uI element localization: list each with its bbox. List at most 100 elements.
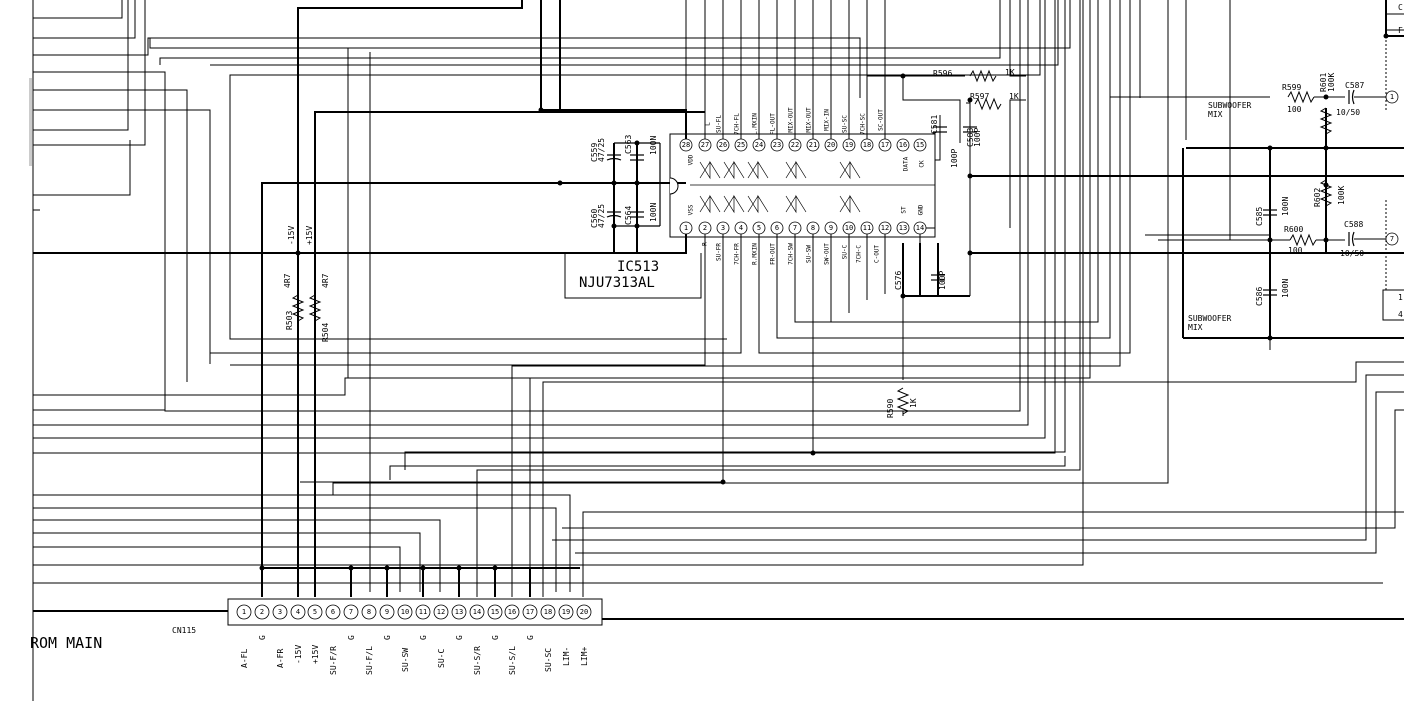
- ic-pin-12-num: 12: [881, 224, 889, 232]
- c587-val: 10/50: [1336, 108, 1360, 117]
- ic-pin-15-name: CK: [919, 160, 926, 168]
- ic-pin-23: [770, 138, 784, 152]
- ic-pin-16: [896, 138, 910, 152]
- decoupling-caps: C559 47/25 C563 100N C560 47/25 C564 100…: [590, 135, 661, 228]
- cn-pin-15-num: 15: [491, 608, 499, 616]
- page-edge-shade: [29, 78, 32, 166]
- ic-pin-26: [716, 138, 730, 152]
- ic-pin-4-name: 7CH-FR: [734, 243, 741, 265]
- ic-pin-17: [878, 138, 892, 152]
- ic-pin-22-num: 22: [791, 141, 799, 149]
- junction-dot: [492, 565, 498, 571]
- cn-pin-14-num: 14: [473, 608, 481, 616]
- junction-dot: [611, 180, 617, 186]
- ic-pin-3: [716, 221, 730, 235]
- junction-dot: [900, 293, 906, 299]
- ic-pin-21: [806, 138, 820, 152]
- junction-dot: [720, 479, 726, 485]
- r602-val: 100K: [1337, 186, 1346, 205]
- junction-dot: [967, 250, 973, 256]
- cn-pin-19-name: LIM-: [562, 647, 571, 666]
- r504-ref: R504: [321, 323, 330, 342]
- ic-pin-10-num: 10: [845, 224, 853, 232]
- cn115-caption: ROM MAIN: [30, 634, 102, 652]
- cn-pin-13-name: G: [455, 635, 464, 640]
- ic-pin-15: [913, 138, 927, 152]
- cn-pin-6-num: 6: [331, 608, 335, 616]
- opamp-pin-1-num: 1: [1390, 93, 1394, 101]
- c585-ref: C585: [1255, 207, 1264, 226]
- ic-pin-1: [679, 221, 693, 235]
- cn-pin-20-num: 20: [580, 608, 588, 616]
- r590-symbol: [896, 387, 910, 415]
- ic-pin-3-name: SU-FR: [716, 243, 723, 261]
- cn-pin-3-name: A-FR: [276, 649, 285, 668]
- edge-box-top: [1385, 13, 1404, 31]
- junction-dot: [810, 450, 816, 456]
- cn-pin-8: [361, 604, 377, 620]
- edge-label-4: 4: [1398, 310, 1403, 319]
- ic-pin-28-num: 28: [682, 141, 690, 149]
- c563-val: 100N: [649, 136, 658, 155]
- cn-pin-12: [433, 604, 449, 620]
- ic-pin-12-name: C-OUT: [874, 245, 881, 263]
- ic513-bottom-pins: 1 2 3 4 5 6 7 8 9 10 11 12 13 1: [679, 221, 927, 235]
- ic-pin-18: [860, 138, 874, 152]
- ic-pin-5-name: R.MXIN: [752, 243, 759, 265]
- ic-pin-27: [698, 138, 712, 152]
- cn-pin-5: [307, 604, 323, 620]
- r600-ref: R600: [1284, 225, 1303, 234]
- r590-ref: R590: [886, 399, 895, 418]
- sub-mix-1-line2: MIX: [1208, 110, 1223, 119]
- cn-pin-10-num: 10: [401, 608, 409, 616]
- ic-pin-27-num: 27: [701, 141, 709, 149]
- c576-ref: C576: [894, 271, 903, 290]
- junction-dot: [967, 173, 973, 179]
- junction-dot: [348, 565, 354, 571]
- c559-plate-b: [606, 157, 622, 161]
- c587-ref: C587: [1345, 81, 1364, 90]
- opamp-pin-7: [1385, 232, 1399, 246]
- c563-ref: C563: [624, 135, 633, 154]
- cn115-ref: CN115: [172, 626, 196, 635]
- ic-pin-1-name: VSS: [688, 204, 695, 215]
- ic-pin-7-name: 7CH-SW: [788, 243, 795, 265]
- cn-pin-8-num: 8: [367, 608, 371, 616]
- ic-pin-4: [734, 221, 748, 235]
- c559-ref: C559: [590, 143, 599, 162]
- ic-pin-13-name: ST: [901, 206, 908, 214]
- r602-ref: R602: [1313, 188, 1322, 207]
- cn-pin-6-name: SU-F/R: [329, 646, 338, 675]
- ic-pin-25-num: 25: [737, 141, 745, 149]
- sub-mix-2-line2: MIX: [1188, 323, 1203, 332]
- cn-pin-3: [272, 604, 288, 620]
- cn-pin-4-num: 4: [296, 608, 300, 616]
- cn-pin-5-name: +15V: [311, 645, 320, 664]
- cn115-pins: 1 2 3 4 5 6 7 8 9 10 11 12 13 1: [236, 604, 592, 620]
- ic-pin-3-num: 3: [721, 224, 725, 232]
- cn-pin-18: [540, 604, 556, 620]
- sub-mix-1-line1: SUBWOOFER: [1208, 101, 1252, 110]
- c587-plate-b: [1351, 89, 1355, 105]
- c560-ref: C560: [590, 209, 599, 228]
- ic-pin-24-name: L.MXIN: [752, 113, 759, 135]
- ic-pin-21-num: 21: [809, 141, 817, 149]
- r503-ref: R503: [285, 311, 294, 330]
- ic-pin-6-num: 6: [775, 224, 779, 232]
- junction-dot: [456, 565, 462, 571]
- ic-pin-6: [770, 221, 784, 235]
- cn-pin-17-num: 17: [526, 608, 534, 616]
- r504-symbol: [308, 294, 322, 322]
- edge-label-c: C: [1398, 3, 1403, 12]
- c564-ref: C564: [624, 206, 633, 225]
- cn-pin-12-num: 12: [437, 608, 445, 616]
- r602-symbol: [1319, 179, 1333, 207]
- cn-pin-6: [325, 604, 341, 620]
- junction-dot: [634, 223, 640, 229]
- c560-plate-b: [606, 214, 622, 218]
- ic513-top-pins: 28 27 26 25 24 23 22 21 20 19 18 17 16: [679, 138, 927, 152]
- ic-pin-27-name: L: [705, 122, 712, 126]
- cn-pin-18-num: 18: [544, 608, 552, 616]
- cn-pin-2-name: G: [258, 635, 267, 640]
- cn-pin-15-name: G: [491, 635, 500, 640]
